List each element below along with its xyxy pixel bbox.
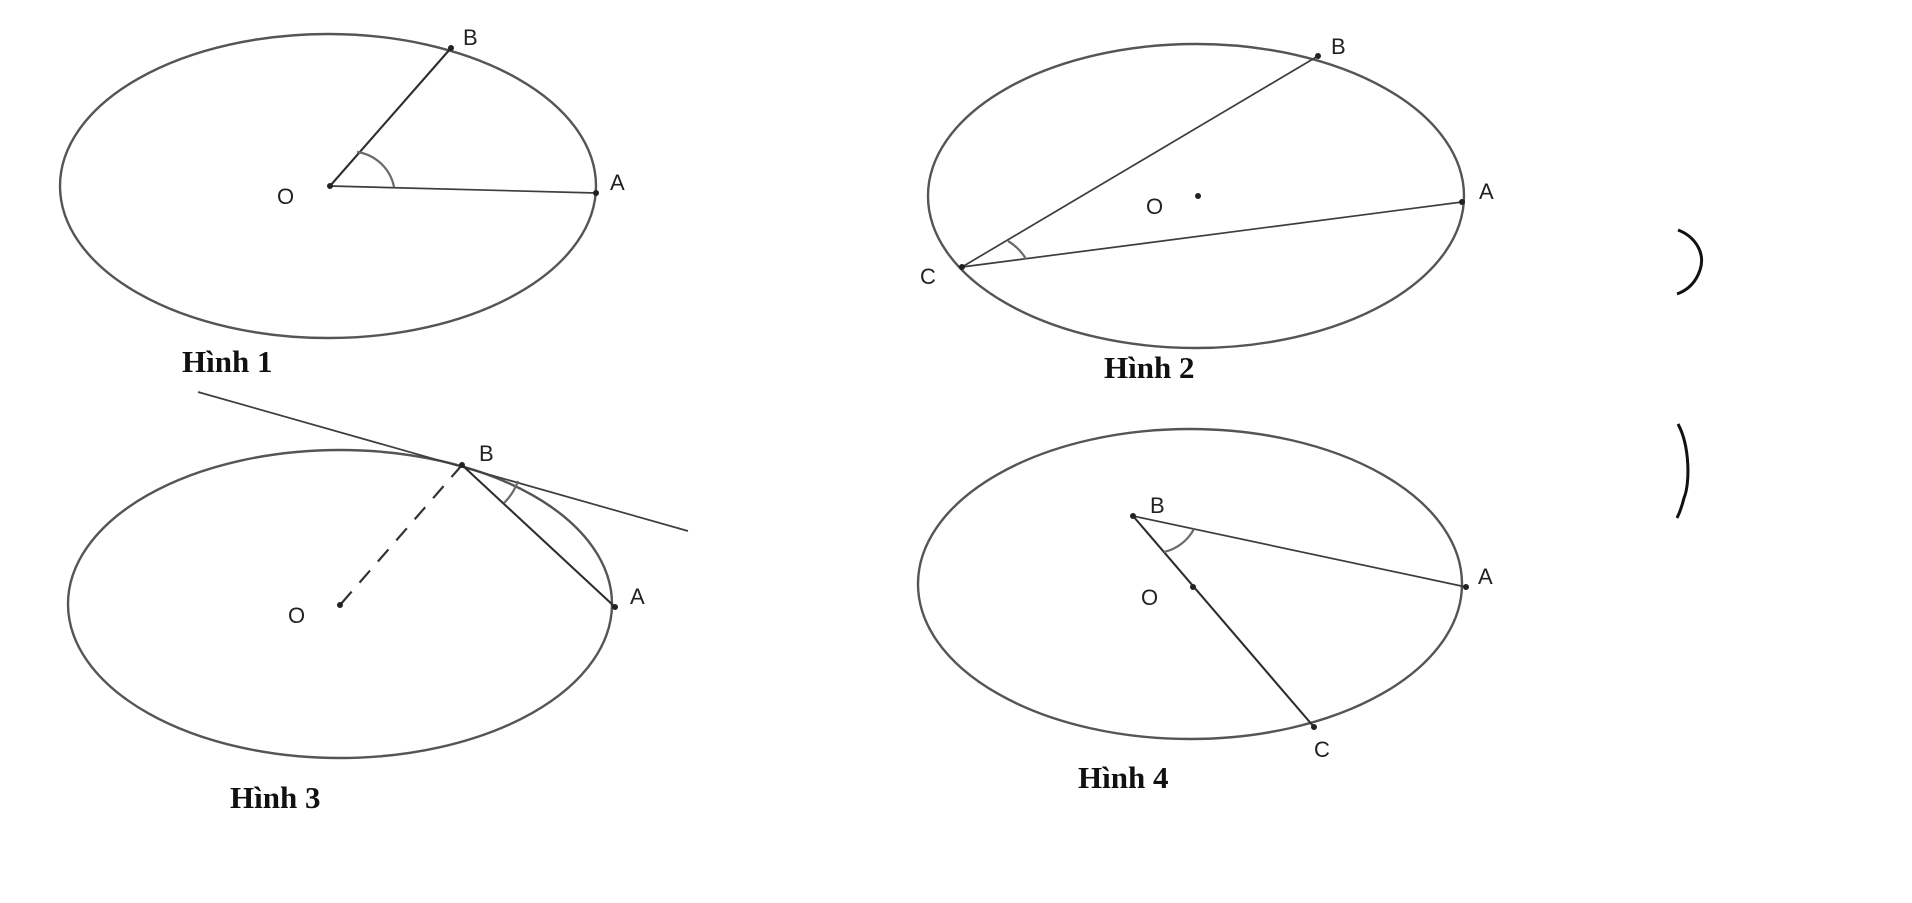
label-b-1: B	[463, 25, 478, 50]
angle-arc-1	[356, 150, 396, 188]
caption-2: Hình 2	[1104, 350, 1194, 385]
label-a-2: A	[1479, 179, 1494, 204]
point-b-dot-4	[1130, 513, 1136, 519]
angle-arc-4	[1163, 528, 1195, 554]
diameter-bc-4	[1132, 515, 1315, 728]
point-o-dot-3	[337, 602, 343, 608]
figure-3: O B A Hình 3	[66, 391, 689, 815]
chord-cb-2	[961, 55, 1319, 268]
label-a-1: A	[610, 170, 625, 195]
caption-3: Hình 3	[230, 780, 320, 815]
point-a-dot-2	[1459, 199, 1465, 205]
caption-4: Hình 4	[1078, 760, 1168, 795]
label-o-2: O	[1146, 194, 1163, 219]
chord-ca-2	[961, 201, 1463, 268]
point-o-dot-1	[327, 183, 333, 189]
point-a-dot-3	[612, 604, 618, 610]
point-a-dot-4	[1463, 584, 1469, 590]
angle-arc-3	[503, 480, 520, 504]
point-b-dot-2	[1315, 53, 1321, 59]
edge-stroke-fragment-upper	[1676, 228, 1703, 296]
figure-2: O B A C Hình 2	[920, 34, 1494, 385]
point-c-dot-2	[959, 264, 965, 270]
label-a-3: A	[630, 584, 645, 609]
chord-ba-3	[461, 464, 616, 608]
point-a-dot-1	[593, 190, 599, 196]
label-b-3: B	[479, 441, 494, 466]
point-c-dot-4	[1311, 724, 1317, 730]
tangent-line-3	[197, 391, 689, 532]
circle-4	[916, 427, 1464, 741]
point-o-dot-2	[1195, 193, 1201, 199]
label-o-3: O	[288, 603, 305, 628]
label-a-4: A	[1478, 564, 1493, 589]
circle-1	[58, 32, 598, 340]
label-b-2: B	[1331, 34, 1346, 59]
label-o-4: O	[1141, 585, 1158, 610]
label-o-1: O	[277, 184, 294, 209]
point-o-dot-4	[1190, 584, 1196, 590]
point-b-dot-3	[459, 462, 465, 468]
circle-2	[926, 42, 1466, 350]
point-b-dot-1	[448, 45, 454, 51]
caption-1: Hình 1	[182, 344, 272, 379]
radius-oa-1	[329, 185, 597, 194]
label-c-2: C	[920, 264, 936, 289]
figure-1: O B A Hình 1	[58, 25, 625, 379]
radius-ob-1	[329, 47, 452, 187]
label-b-4: B	[1150, 493, 1165, 518]
chord-ba-4	[1132, 515, 1467, 588]
edge-stroke-fragment-lower	[1675, 423, 1690, 519]
figure-4: O B A C Hình 4	[916, 427, 1493, 795]
angle-arc-2	[1007, 240, 1027, 260]
label-c-4: C	[1314, 737, 1330, 762]
radius-ob-dashed-3	[339, 464, 463, 606]
